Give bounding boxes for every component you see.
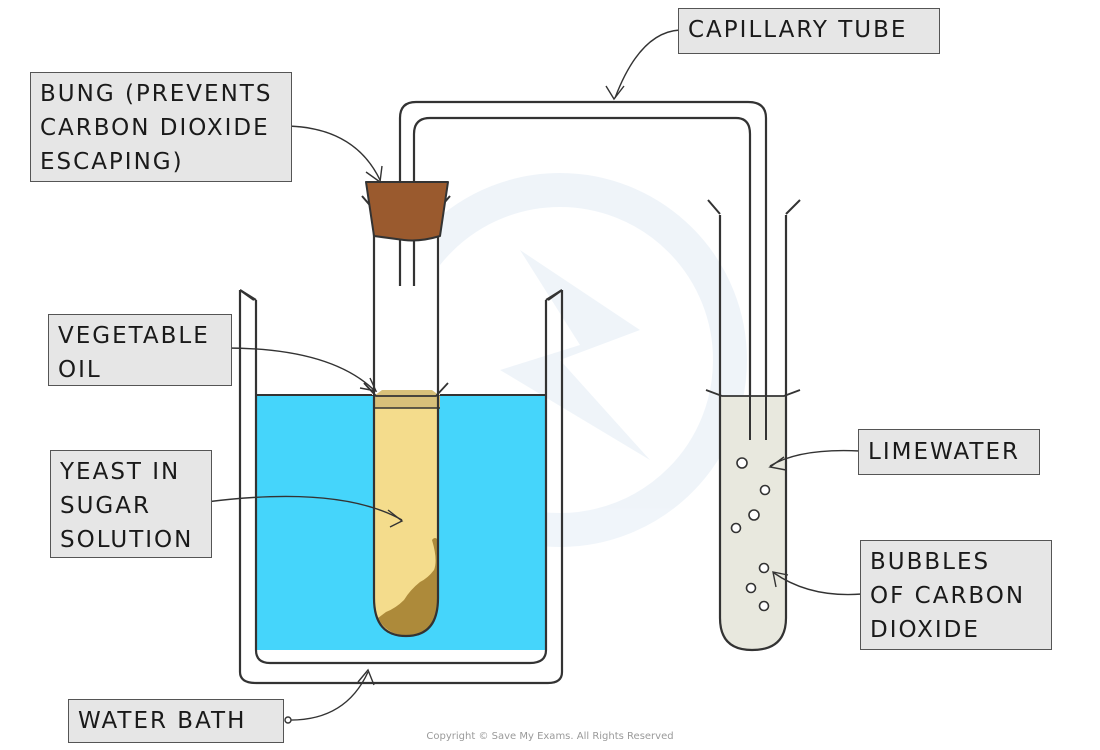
label-line: LIMEWATER bbox=[868, 439, 1020, 465]
label-line: ESCAPING) bbox=[40, 149, 184, 175]
label-line: DIOXIDE bbox=[870, 617, 980, 643]
yeast-test-tube bbox=[361, 190, 451, 638]
label-line: BUNG (PREVENTS bbox=[40, 81, 273, 107]
limewater bbox=[720, 396, 786, 650]
label-yeast: YEAST IN SUGAR SOLUTION bbox=[50, 450, 212, 558]
yeast-sediment bbox=[378, 538, 438, 636]
label-line: CARBON DIOXIDE bbox=[40, 115, 270, 141]
capillary-tube bbox=[398, 100, 768, 440]
yeast-solution bbox=[374, 406, 438, 636]
label-water-bath: WATER BATH bbox=[68, 699, 284, 743]
label-bubbles: BUBBLES OF CARBON DIOXIDE bbox=[860, 540, 1052, 650]
label-line: BUBBLES bbox=[870, 549, 991, 575]
label-line: SUGAR bbox=[60, 493, 151, 519]
label-line: OIL bbox=[58, 357, 102, 383]
label-vegetable-oil: VEGETABLE OIL bbox=[48, 314, 232, 386]
vegetable-oil-layer bbox=[374, 390, 440, 408]
bubbles bbox=[730, 457, 771, 612]
bung bbox=[365, 181, 449, 242]
label-line: SOLUTION bbox=[60, 527, 194, 553]
label-limewater: LIMEWATER bbox=[858, 429, 1040, 475]
label-line: YEAST IN bbox=[60, 459, 181, 485]
copyright-notice: Copyright © Save My Exams. All Rights Re… bbox=[426, 731, 674, 742]
label-line: OF CARBON bbox=[870, 583, 1026, 609]
label-bung: BUNG (PREVENTS CARBON DIOXIDE ESCAPING) bbox=[30, 72, 292, 182]
limewater-test-tube bbox=[705, 199, 801, 652]
label-line: WATER BATH bbox=[78, 708, 247, 734]
label-line: VEGETABLE bbox=[58, 323, 210, 349]
label-capillary-tube: CAPILLARY TUBE bbox=[678, 8, 940, 54]
label-line: CAPILLARY TUBE bbox=[688, 17, 908, 43]
